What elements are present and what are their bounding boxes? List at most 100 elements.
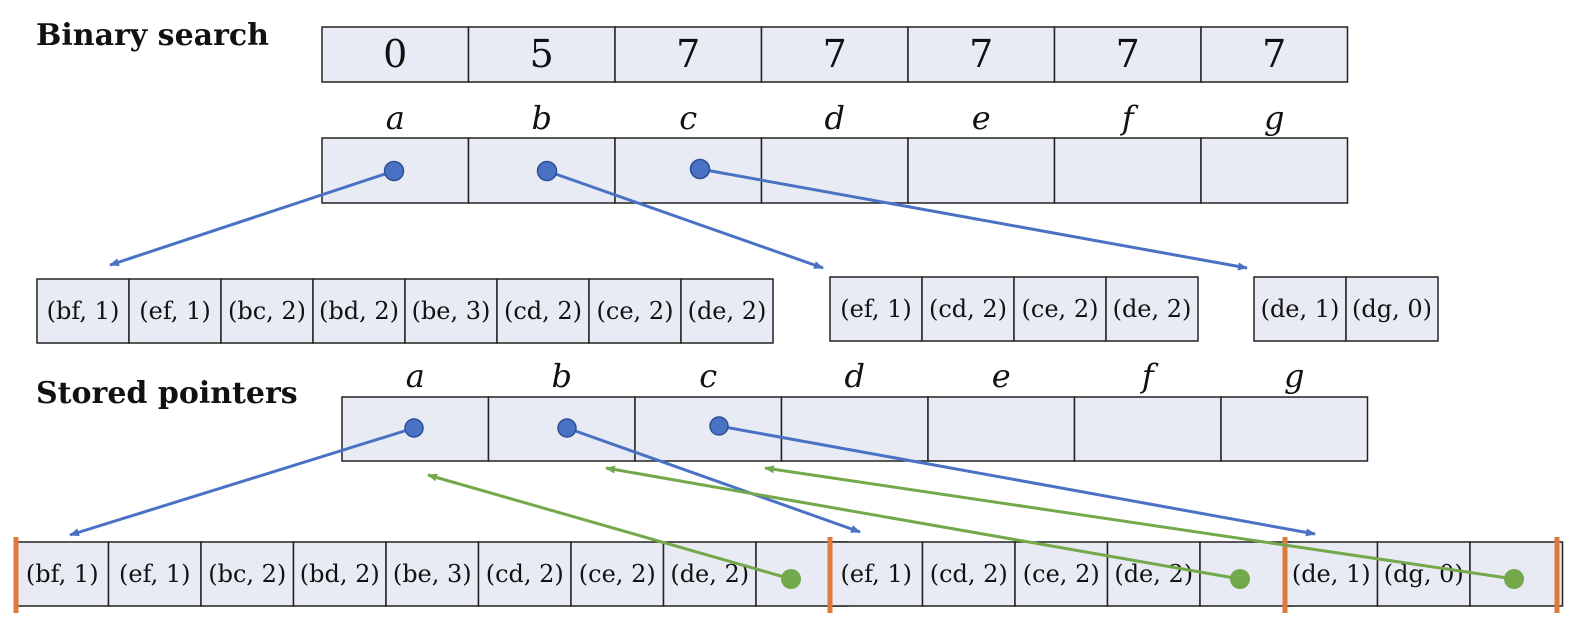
edge-cell [1105,276,1199,342]
pointer-dot [404,418,424,438]
vertex-label: e [992,357,1011,395]
back-pointer-arrow [764,465,1515,581]
edge-cell [312,278,406,344]
vertex-cell [614,137,763,204]
back-pointer-arrow [605,465,1241,581]
vertex-cell [907,137,1056,204]
index-cell [1200,26,1349,83]
edge-entry: (bf, 1) [47,297,120,325]
edge-entry: (bc, 2) [208,560,286,588]
stored-pointers-heading: Stored pointers [36,376,298,411]
segment-cell [200,541,295,607]
vertex-label: b [552,357,572,395]
edge-entry: (ef, 1) [840,295,911,323]
edge-entry: (bc, 2) [228,297,306,325]
vertex-label: c [699,357,717,395]
vertex-cell [1200,137,1349,204]
vertex-label: d [845,357,865,395]
pointer-arrow [546,169,824,270]
edge-entry: (de, 2) [1113,295,1192,323]
index-value: 7 [969,32,993,76]
segment-cell [1014,541,1109,607]
edge-cell [1013,276,1107,342]
edge-entry: (bf, 1) [26,560,99,588]
edge-cell [680,278,774,344]
segment-cell [107,541,202,607]
edge-entry: (bd, 2) [300,560,380,588]
pointer-dot [689,158,711,180]
vertex-label: a [386,99,405,137]
edge-entry: (de, 2) [688,297,767,325]
index-value: 5 [530,32,554,76]
segment-cell [292,541,387,607]
vertex-label: g [1264,99,1284,137]
segment-cell [385,541,480,607]
pointer-arrow [718,424,1316,537]
back-pointer-dot [1504,569,1524,589]
index-cell [907,26,1056,83]
vertex-label: a [406,357,425,395]
back-pointer-arrow [427,473,792,581]
index-value: 7 [823,32,847,76]
vertex-cell [1220,396,1369,462]
pointer-arrow [566,426,861,534]
edge-entry: (cd, 2) [929,295,1007,323]
index-value: 0 [383,32,407,76]
pointer-dot [383,160,405,182]
edge-entry: (ce, 2) [597,297,674,325]
vertex-cell [1073,396,1222,462]
index-cell [1053,26,1202,83]
edge-entry: (be, 3) [393,560,472,588]
vertex-cell [634,396,783,462]
edge-entry: (ce, 2) [579,560,656,588]
pointer-dot [536,160,558,182]
pointer-dot [709,416,729,436]
segment-cell [662,541,757,607]
edge-cell [588,278,682,344]
vertex-label: f [1140,357,1159,395]
segment-cell [15,541,110,607]
edge-entry: (ef, 1) [119,560,190,588]
edge-cell [1345,276,1439,342]
edge-entry: (dg, 0) [1352,295,1432,323]
edge-cell [36,278,130,344]
binary-search-heading: Binary search [36,18,269,53]
segment-cell [477,541,572,607]
vertex-label: e [972,99,991,137]
edge-cell [128,278,222,344]
edge-cell [1253,276,1347,342]
edge-cell [220,278,314,344]
segment-cell [829,541,924,607]
back-pointer-dot [1230,569,1250,589]
vertex-label: d [825,99,845,137]
edge-entry: (ce, 2) [1023,560,1100,588]
edge-entry: (cd, 2) [930,560,1008,588]
edge-entry: (ef, 1) [841,560,912,588]
index-cell [321,26,470,83]
edge-entry: (ce, 2) [1022,295,1099,323]
index-value: 7 [1116,32,1140,76]
edge-entry: (cd, 2) [504,297,582,325]
edge-entry: (cd, 2) [486,560,564,588]
index-value: 7 [676,32,700,76]
edge-entry: (bd, 2) [319,297,399,325]
vertex-label: c [679,99,697,137]
edge-entry: (ef, 1) [139,297,210,325]
edge-entry: (de, 1) [1292,560,1371,588]
vertex-cell [1053,137,1202,204]
segment-cell [1106,541,1201,607]
index-value: 7 [1262,32,1286,76]
edge-entry: (de, 1) [1261,295,1340,323]
back-pointer-dot [781,569,801,589]
pointer-arrow [699,167,1248,271]
vertex-cell [927,396,1076,462]
pointer-arrow [109,169,395,267]
vertex-label: g [1284,357,1304,395]
pointer-dot [557,418,577,438]
edge-entry: (be, 3) [412,297,491,325]
pointer-arrow [69,426,415,537]
vertex-label: f [1120,99,1139,137]
index-cell [760,26,909,83]
